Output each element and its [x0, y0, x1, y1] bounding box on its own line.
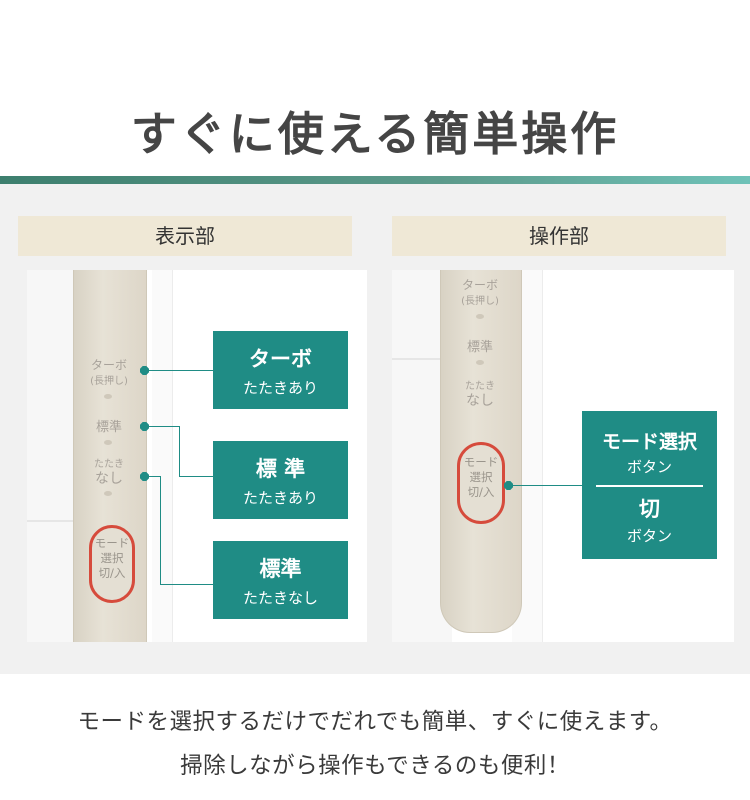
- header-area: すぐに使える簡単操作: [0, 0, 750, 176]
- standard-led: [104, 440, 112, 445]
- mode-select-callout-main: モード選択: [601, 431, 697, 453]
- no-tap-text-1: たたき: [465, 381, 495, 392]
- mode-select-button[interactable]: モード 選択 切/入: [457, 442, 505, 524]
- standard-tap-callout-sub: たたきあり: [242, 489, 318, 507]
- display-section-label: 表示部: [18, 216, 352, 256]
- mode-select-button[interactable]: モード 選択 切/入: [89, 525, 135, 603]
- turbo-sub-text: (長押し): [461, 296, 499, 307]
- turbo-text: ターボ: [461, 278, 498, 292]
- button-text-2: 選択: [100, 551, 124, 565]
- no-tap-connector-dot: [140, 472, 149, 481]
- button-text-2: 選択: [469, 470, 493, 484]
- button-text-1: モード: [94, 536, 130, 550]
- device-edge: [27, 270, 77, 642]
- caption-line-1: モードを選択するだけでだれでも簡単、すぐに使えます。: [77, 709, 673, 735]
- no-tap-label: たたき なし: [450, 378, 510, 409]
- turbo-text: ターボ: [90, 358, 127, 372]
- turbo-led: [476, 314, 484, 319]
- standard-no-tap-callout-main: 標準: [259, 557, 302, 581]
- no-tap-text-2: なし: [95, 471, 123, 487]
- mode-select-callout: モード選択 ボタン 切 ボタン: [582, 411, 717, 559]
- turbo-callout-sub: たたきあり: [242, 379, 318, 397]
- turbo-callout-main: ターボ: [249, 347, 312, 371]
- no-tap-text-1: たたき: [94, 459, 124, 470]
- standard-tap-callout: 標 準 たたきあり: [213, 441, 348, 519]
- no-tap-text-2: なし: [466, 393, 494, 409]
- mode-connector-line: [510, 485, 583, 486]
- controls-section-label: 操作部: [392, 216, 726, 256]
- standard-led: [476, 360, 484, 365]
- button-text-3: 切/入: [467, 485, 495, 499]
- device-seam: [392, 358, 442, 360]
- turbo-label: ターボ (長押し): [79, 358, 139, 389]
- standard-no-tap-callout: 標準 たたきなし: [213, 541, 348, 619]
- no-tap-connector-line-end: [160, 584, 214, 585]
- turbo-label: ターボ (長押し): [450, 278, 510, 309]
- callout-divider: [596, 485, 703, 487]
- panel-area: 表示部 ターボ (長押し) 標準 たたき なし モード 選択 切/入: [0, 184, 750, 674]
- gradient-divider: [0, 176, 750, 184]
- no-tap-led: [104, 491, 112, 496]
- device-side: [152, 270, 173, 642]
- turbo-callout: ターボ たたきあり: [213, 331, 348, 409]
- no-tap-label: たたき なし: [79, 456, 139, 487]
- no-tap-connector-line: [146, 476, 161, 585]
- turbo-connector-dot: [140, 366, 149, 375]
- off-callout-main: 切: [639, 497, 660, 521]
- standard-label: 標準: [95, 420, 122, 435]
- device-seam: [27, 520, 75, 522]
- controls-photo: ターボ (長押し) 標準 たたき なし モード 選択 切/入: [392, 270, 734, 642]
- standard-connector-line: [146, 426, 180, 477]
- page-title: すぐに使える簡単操作: [130, 107, 620, 161]
- button-text-3: 切/入: [98, 566, 126, 580]
- button-text-1: モード: [463, 455, 499, 469]
- off-callout-sub: ボタン: [626, 527, 672, 545]
- caption-line-2: 掃除しながら操作もできるのも便利！: [180, 753, 570, 779]
- standard-label: 標準: [466, 340, 493, 355]
- standard-tap-callout-main: 標 準: [255, 457, 306, 481]
- standard-no-tap-callout-sub: たたきなし: [242, 589, 318, 607]
- turbo-connector-line: [146, 370, 214, 371]
- standard-connector-line-end: [179, 476, 214, 477]
- standard-connector-dot: [140, 422, 149, 431]
- mode-connector-dot: [504, 481, 513, 490]
- mode-select-callout-sub: ボタン: [626, 458, 672, 476]
- turbo-led: [104, 394, 112, 399]
- turbo-sub-text: (長押し): [90, 376, 128, 387]
